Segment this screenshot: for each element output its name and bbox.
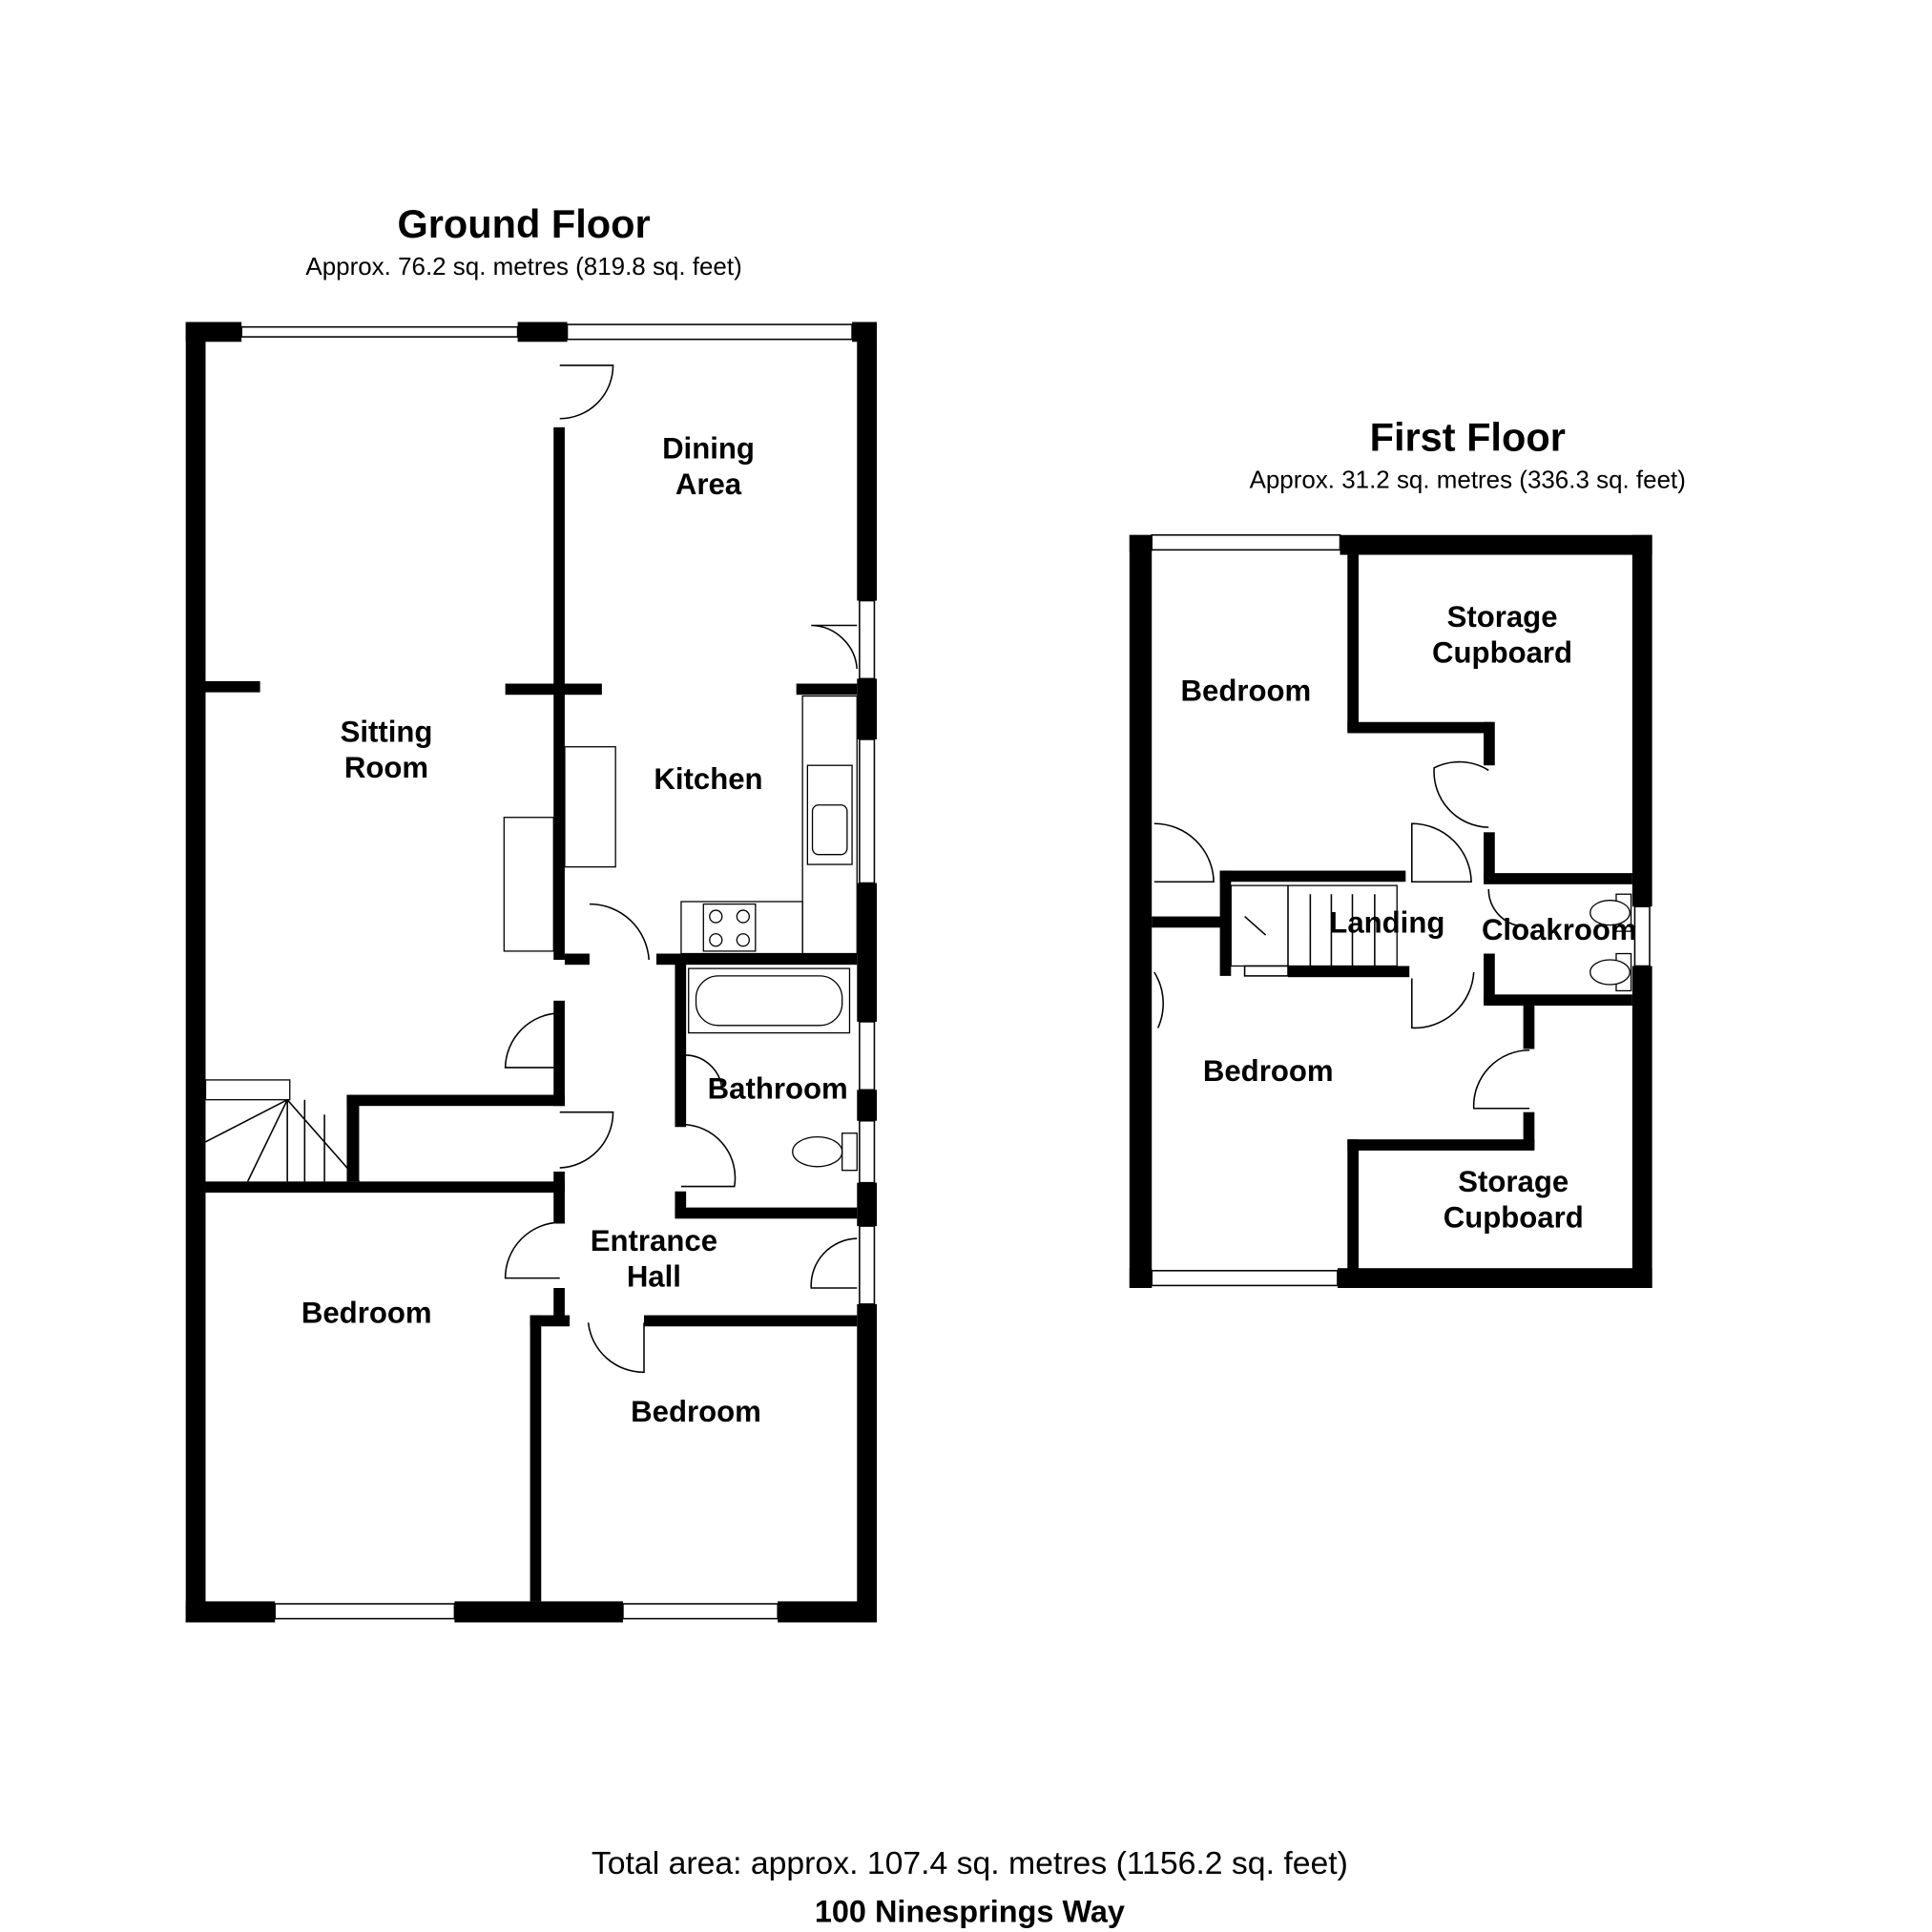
address: 100 Ninesprings Way — [815, 1895, 1125, 1929]
room-label-kitchen: Kitchen — [654, 762, 762, 796]
room-label-bathroom: Bathroom — [708, 1071, 848, 1105]
total-area: Total area: approx. 107.4 sq. metres (11… — [592, 1845, 1348, 1881]
ff-label-storage2-2: Cupboard — [1444, 1200, 1584, 1234]
first-floor-title: First Floor — [1370, 415, 1566, 460]
ff-label-storage1-1: Storage — [1447, 600, 1558, 634]
room-label-bedroom-2: Bedroom — [631, 1395, 761, 1428]
room-label-dining-2: Area — [675, 467, 742, 501]
room-label-bedroom-1: Bedroom — [301, 1296, 432, 1329]
ff-label-cloakroom: Cloakroom — [1482, 913, 1637, 946]
room-label-entrance-1: Entrance — [591, 1224, 717, 1257]
ff-label-landing: Landing — [1329, 905, 1444, 939]
room-label-dining-1: Dining — [662, 431, 755, 465]
room-label-sitting-2: Room — [344, 751, 428, 784]
room-label-sitting-1: Sitting — [341, 716, 433, 749]
ground-floor-plan — [185, 322, 878, 1623]
first-floor-plan — [1129, 533, 1652, 1288]
first-floor-area: Approx. 31.2 sq. metres (336.3 sq. feet) — [1250, 465, 1686, 493]
ground-floor-area: Approx. 76.2 sq. metres (819.8 sq. feet) — [305, 252, 741, 280]
ff-label-bedroom-1: Bedroom — [1181, 675, 1312, 708]
room-label-entrance-2: Hall — [627, 1260, 681, 1294]
ff-label-storage1-2: Cupboard — [1432, 635, 1572, 669]
ff-label-bedroom-2: Bedroom — [1203, 1054, 1334, 1088]
ff-label-storage2-1: Storage — [1458, 1165, 1568, 1198]
ground-floor-title: Ground Floor — [397, 201, 650, 246]
